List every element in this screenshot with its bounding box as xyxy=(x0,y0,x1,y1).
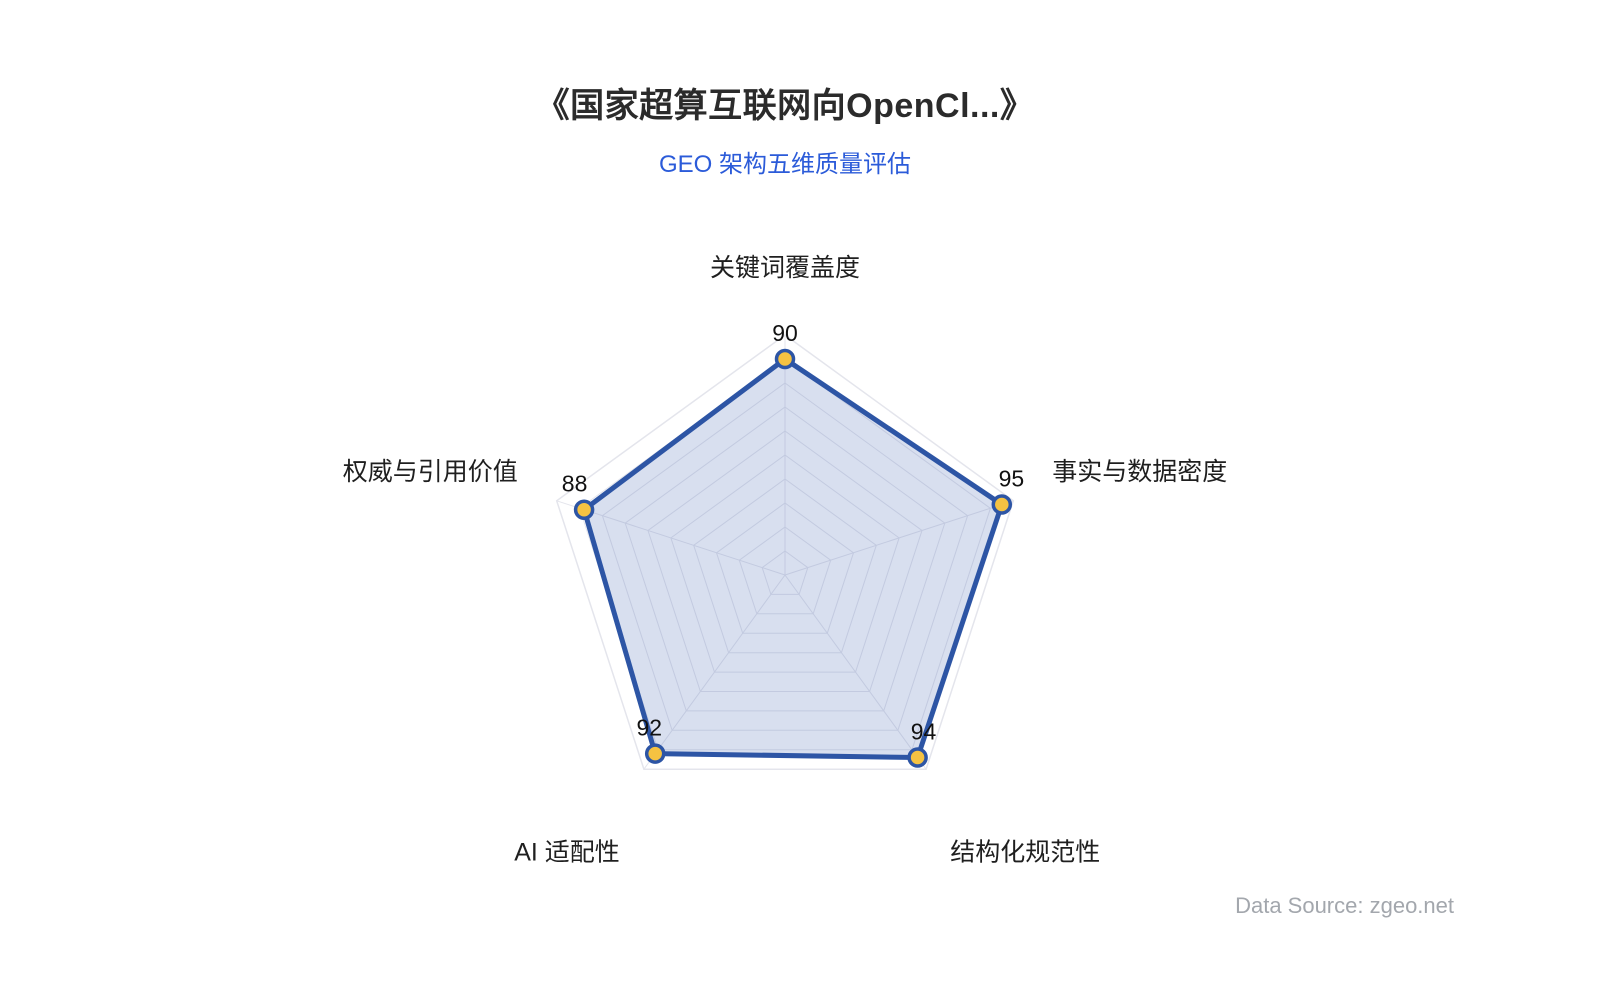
data-source-label: Data Source: zgeo.net xyxy=(1235,893,1454,918)
radar-axis-label-3: AI 适配性 xyxy=(514,838,620,866)
radar-axis-label-2: 结构化规范性 xyxy=(950,838,1100,866)
radar-axis-line xyxy=(784,500,1014,576)
radar-point-0[interactable] xyxy=(774,348,796,370)
radar-value-label-3: 92 xyxy=(637,715,663,741)
radar-point-2[interactable] xyxy=(907,747,928,768)
radar-value-label-4: 88 xyxy=(562,471,588,497)
radar-value-label-0: 90 xyxy=(772,320,798,346)
radar-axis-line xyxy=(784,574,927,770)
radar-series-area xyxy=(581,356,1005,760)
radar-point-4[interactable] xyxy=(573,499,595,520)
chart-title: 《国家超算互联网向OpenCl...》 xyxy=(535,87,1035,125)
radar-grid xyxy=(555,334,1015,770)
radar-axis-label-4: 权威与引用价值 xyxy=(343,458,518,486)
chart-subtitle: GEO 架构五维质量评估 xyxy=(658,151,911,178)
radar-axis-label-0: 关键词覆盖度 xyxy=(710,254,860,282)
radar-axis-line xyxy=(556,500,786,576)
radar-point-1[interactable] xyxy=(991,494,1013,515)
radar-value-label-2: 94 xyxy=(911,719,937,745)
radar-value-label-1: 95 xyxy=(999,466,1025,492)
radar-axis-line xyxy=(643,574,786,770)
radar-axis-label-1: 事实与数据密度 xyxy=(1052,458,1227,486)
radar-point-3[interactable] xyxy=(644,743,666,764)
